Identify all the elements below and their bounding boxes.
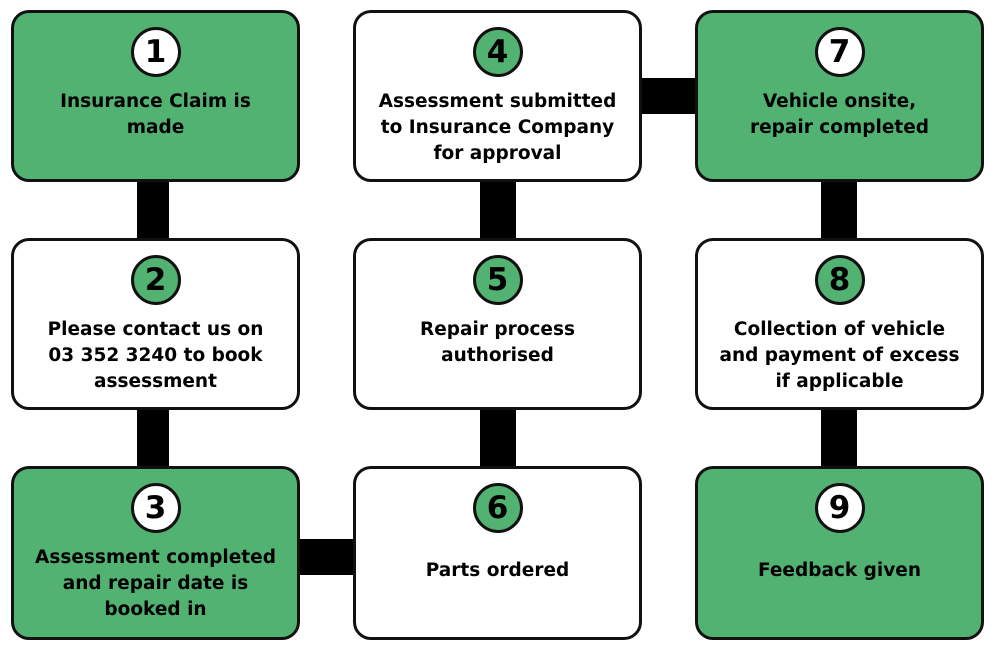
step-number-badge: 2: [130, 255, 181, 305]
connector-7-8: [821, 180, 857, 242]
step-4-box: 4 Assessment submitted to Insurance Comp…: [353, 10, 642, 182]
step-number-badge: 8: [814, 255, 865, 305]
step-number-badge: 1: [130, 27, 181, 77]
connector-5-4: [480, 180, 516, 242]
step-label: Feedback given: [757, 560, 922, 581]
connector-4-7: [638, 78, 698, 114]
connector-2-3: [137, 408, 169, 470]
step-2-box: 2 Please contact us on 03 352 3240 to bo…: [11, 238, 300, 410]
step-7-box: 7 Vehicle onsite, repair completed: [695, 10, 984, 182]
step-number-badge: 4: [472, 27, 523, 77]
step-label: Please contact us on 03 352 3240 to book…: [47, 319, 264, 392]
step-label: Insurance Claim is made: [60, 91, 251, 138]
connector-6-5: [480, 408, 516, 470]
step-6-box: 6 Parts ordered: [353, 466, 642, 640]
step-5-box: 5 Repair process authorised: [353, 238, 642, 410]
step-label: Assessment completed and repair date is …: [35, 547, 276, 620]
step-number-badge: 5: [472, 255, 523, 305]
step-number-badge: 6: [472, 483, 523, 533]
step-label: Assessment submitted to Insurance Compan…: [378, 91, 617, 164]
step-1-box: 1 Insurance Claim is made: [11, 10, 300, 182]
step-number-badge: 9: [814, 483, 865, 533]
step-label: Parts ordered: [425, 560, 570, 581]
connector-8-9: [821, 408, 857, 470]
step-3-box: 3 Assessment completed and repair date i…: [11, 466, 300, 640]
connector-1-2: [137, 180, 169, 242]
step-8-box: 8 Collection of vehicle and payment of e…: [695, 238, 984, 410]
step-9-box: 9 Feedback given: [695, 466, 984, 640]
step-number-badge: 7: [814, 27, 865, 77]
step-number-badge: 3: [130, 483, 181, 533]
step-label: Vehicle onsite, repair completed: [749, 91, 930, 138]
step-label: Collection of vehicle and payment of exc…: [719, 319, 960, 392]
connector-3-6: [297, 539, 357, 575]
step-label: Repair process authorised: [419, 319, 576, 366]
